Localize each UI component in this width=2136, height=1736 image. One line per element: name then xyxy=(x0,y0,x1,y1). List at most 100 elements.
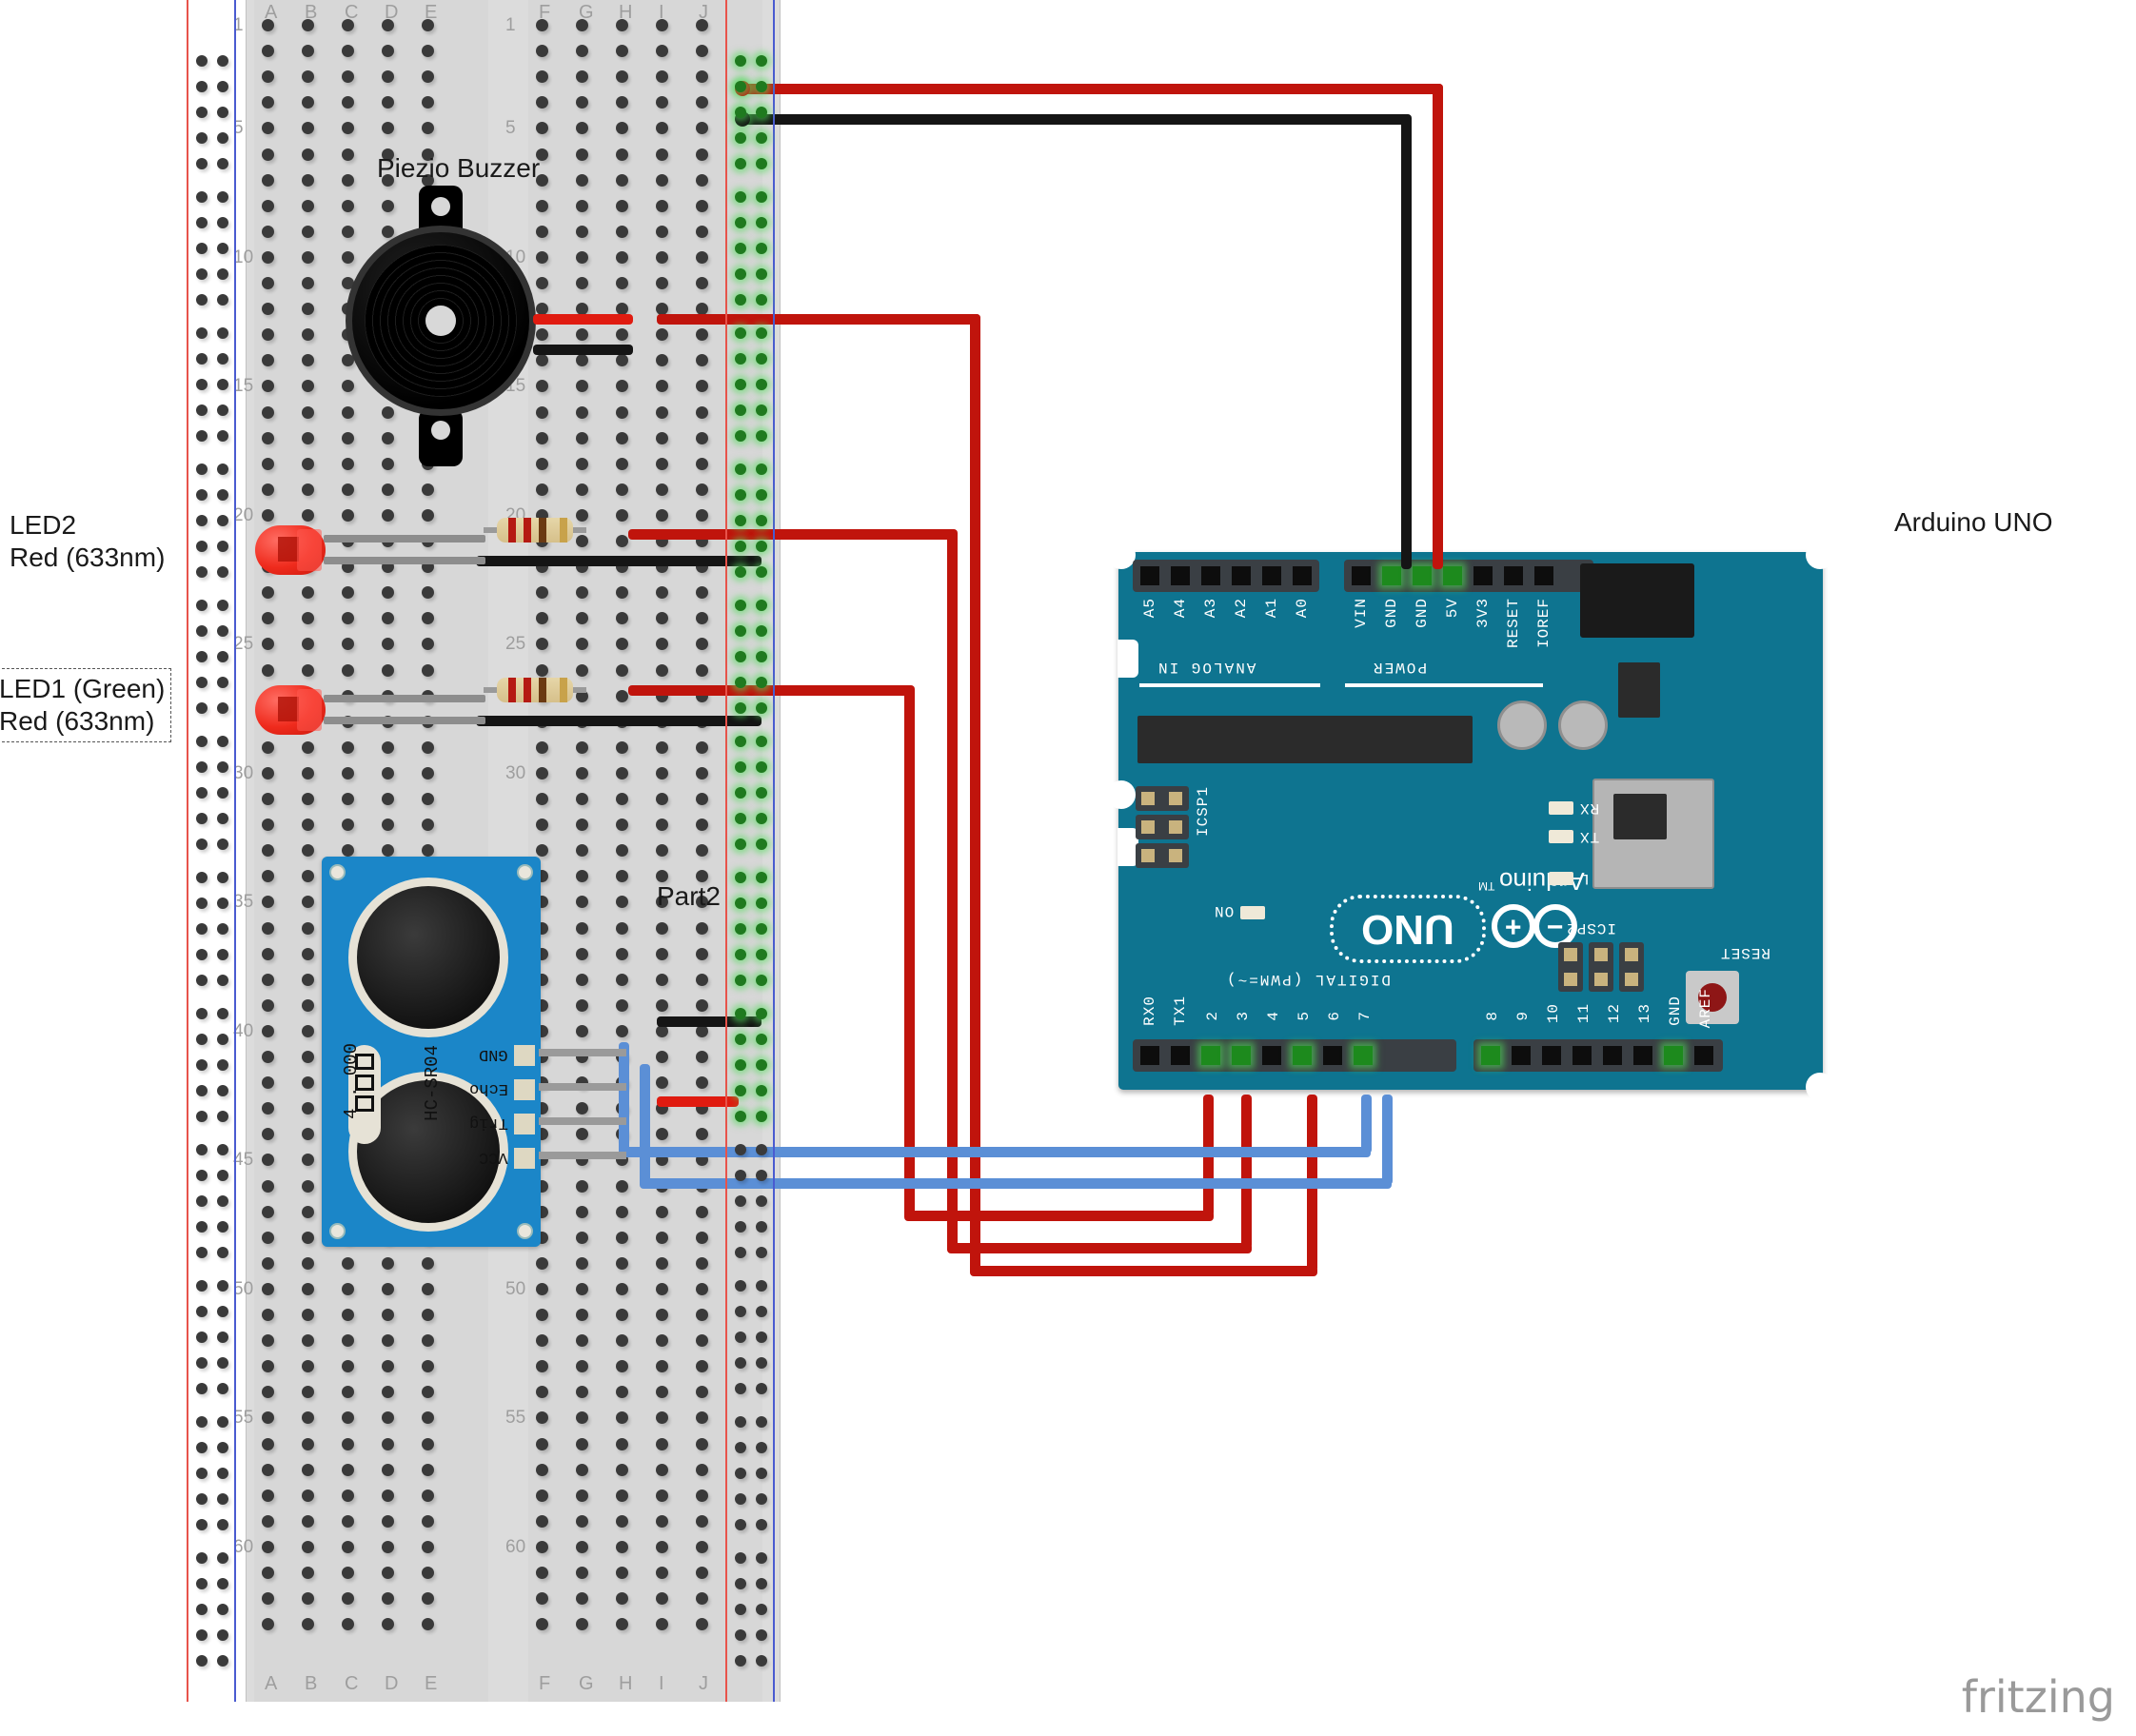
breadboard-hole[interactable] xyxy=(656,793,668,805)
breadboard-hole[interactable] xyxy=(342,250,354,264)
power-rail-hole[interactable] xyxy=(196,1247,208,1258)
breadboard-hole[interactable] xyxy=(616,1309,628,1321)
breadboard-hole[interactable] xyxy=(262,483,274,496)
power-rail-hole[interactable] xyxy=(735,294,746,306)
breadboard-hole[interactable] xyxy=(342,483,354,496)
breadboard-hole[interactable] xyxy=(656,1256,668,1270)
breadboard-hole[interactable] xyxy=(656,1567,668,1579)
power-rail-hole[interactable] xyxy=(756,872,767,883)
power-rail-hole[interactable] xyxy=(735,107,746,118)
breadboard-hole[interactable] xyxy=(342,96,354,109)
breadboard-hole[interactable] xyxy=(302,1128,314,1141)
breadboard-hole[interactable] xyxy=(422,612,434,625)
breadboard-hole[interactable] xyxy=(696,148,708,161)
power-rail-hole[interactable] xyxy=(196,191,208,203)
power-rail-hole[interactable] xyxy=(756,898,767,909)
power-rail-hole[interactable] xyxy=(217,1221,228,1233)
power-rail-hole[interactable] xyxy=(735,838,746,850)
breadboard-hole[interactable] xyxy=(422,1514,434,1528)
breadboard-hole[interactable] xyxy=(576,1231,588,1244)
breadboard-hole[interactable] xyxy=(262,1231,274,1244)
power-rail-hole[interactable] xyxy=(196,1578,208,1589)
wire-led2-vert[interactable] xyxy=(947,529,958,1253)
breadboard-hole[interactable] xyxy=(656,896,668,909)
breadboard-hole[interactable] xyxy=(422,1309,434,1321)
power-rail-hole[interactable] xyxy=(196,787,208,799)
breadboard-hole[interactable] xyxy=(422,586,434,600)
breadboard-hole[interactable] xyxy=(576,1256,588,1270)
breadboard-hole[interactable] xyxy=(302,1386,314,1399)
breadboard-hole[interactable] xyxy=(576,303,588,316)
breadboard-hole[interactable] xyxy=(576,1334,588,1348)
power-rail-hole[interactable] xyxy=(217,1059,228,1071)
breadboard-hole[interactable] xyxy=(576,1386,588,1399)
breadboard-hole[interactable] xyxy=(302,766,314,779)
breadboard-hole[interactable] xyxy=(616,973,628,986)
breadboard-hole[interactable] xyxy=(616,148,628,161)
power-rail-hole[interactable] xyxy=(756,1655,767,1667)
power-rail-hole[interactable] xyxy=(735,651,746,662)
power-rail-hole[interactable] xyxy=(756,1247,767,1258)
power-rail-hole[interactable] xyxy=(756,600,767,611)
power-rail-hole[interactable] xyxy=(756,1306,767,1317)
breadboard-hole[interactable] xyxy=(576,405,588,419)
power-rail-hole[interactable] xyxy=(196,430,208,442)
power-rail-hole[interactable] xyxy=(217,268,228,280)
wire-piezo-bottom[interactable] xyxy=(970,1266,1317,1276)
power-rail-hole[interactable] xyxy=(735,243,746,254)
breadboard-hole[interactable] xyxy=(576,96,588,109)
breadboard-hole[interactable] xyxy=(696,1051,708,1063)
breadboard-hole[interactable] xyxy=(262,1618,274,1631)
breadboard-hole[interactable] xyxy=(656,483,668,496)
breadboard-hole[interactable] xyxy=(382,638,394,651)
breadboard-hole[interactable] xyxy=(302,1309,314,1321)
breadboard-hole[interactable] xyxy=(576,638,588,651)
power-rail-hole[interactable] xyxy=(196,813,208,824)
power-rail-hole[interactable] xyxy=(735,1008,746,1019)
power-rail-hole[interactable] xyxy=(196,651,208,662)
power-rail-hole[interactable] xyxy=(735,898,746,909)
breadboard-hole[interactable] xyxy=(696,1514,708,1528)
power-rail-hole[interactable] xyxy=(217,787,228,799)
power-rail-hole[interactable] xyxy=(756,736,767,747)
wire-led2-to-pin3[interactable] xyxy=(1241,1095,1252,1249)
breadboard-hole[interactable] xyxy=(536,19,548,31)
breadboard-hole[interactable] xyxy=(576,1024,588,1037)
breadboard-hole[interactable] xyxy=(696,1411,708,1425)
breadboard-hole[interactable] xyxy=(656,663,668,677)
power-rail-hole[interactable] xyxy=(196,1604,208,1615)
breadboard-hole[interactable] xyxy=(382,612,394,625)
breadboard-hole[interactable] xyxy=(342,1411,354,1425)
power-rail-hole[interactable] xyxy=(756,404,767,416)
pin-d5[interactable] xyxy=(1293,1046,1312,1065)
breadboard-hole[interactable] xyxy=(342,1360,354,1373)
resistor-led1[interactable] xyxy=(484,678,586,702)
power-rail-hole[interactable] xyxy=(217,1655,228,1667)
breadboard-hole[interactable] xyxy=(422,1567,434,1579)
power-rail-hole[interactable] xyxy=(735,1604,746,1615)
breadboard-hole[interactable] xyxy=(696,740,708,754)
breadboard-hole[interactable] xyxy=(262,1128,274,1141)
breadboard-hole[interactable] xyxy=(262,19,274,31)
breadboard-hole[interactable] xyxy=(422,1360,434,1373)
breadboard-hole[interactable] xyxy=(382,70,394,84)
breadboard-hole[interactable] xyxy=(616,199,628,212)
breadboard-hole[interactable] xyxy=(656,1386,668,1399)
wire-5v-down[interactable] xyxy=(1433,84,1443,569)
breadboard-hole[interactable] xyxy=(342,638,354,651)
power-rail-hole[interactable] xyxy=(735,813,746,824)
breadboard-hole[interactable] xyxy=(382,844,394,858)
power-rail-hole[interactable] xyxy=(217,651,228,662)
breadboard-hole[interactable] xyxy=(382,45,394,58)
power-rail-hole[interactable] xyxy=(756,1357,767,1369)
breadboard-hole[interactable] xyxy=(536,1282,548,1295)
breadboard-hole[interactable] xyxy=(382,1514,394,1528)
breadboard-hole[interactable] xyxy=(302,844,314,858)
breadboard-hole[interactable] xyxy=(302,96,314,109)
breadboard-hole[interactable] xyxy=(536,1411,548,1425)
breadboard-hole[interactable] xyxy=(342,148,354,161)
breadboard-hole[interactable] xyxy=(342,1282,354,1295)
power-rail-hole[interactable] xyxy=(735,566,746,578)
power-rail-hole[interactable] xyxy=(217,430,228,442)
breadboard-hole[interactable] xyxy=(302,1618,314,1631)
